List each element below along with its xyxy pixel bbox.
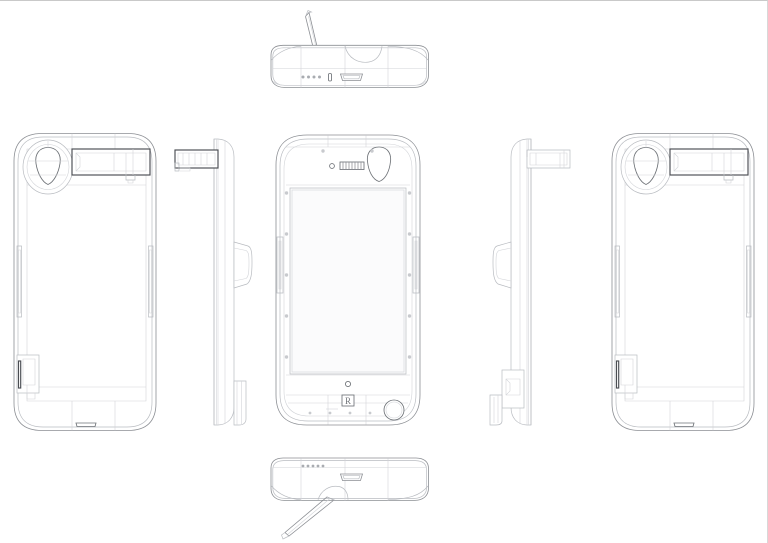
side-button-cutout-left <box>276 236 284 294</box>
bottom-port-detail-rear-right <box>614 354 638 400</box>
side-button-left-rear-left <box>16 245 22 318</box>
view-bottom-edge <box>270 457 429 540</box>
frame-screws-left <box>284 149 374 359</box>
lower-sensor-dot <box>344 380 352 388</box>
view-front-center: R <box>275 134 421 426</box>
bottom-speaker-slot-rear-right <box>673 422 695 427</box>
side-left-profile <box>213 138 235 426</box>
rear-left-shell <box>13 133 157 431</box>
stylus-bottom <box>281 496 335 540</box>
mid-button-side-left <box>233 241 253 289</box>
frame-screws-right <box>407 191 412 359</box>
earpiece-grille <box>339 161 365 170</box>
bottom-port-side-right <box>489 369 525 426</box>
speaker-grille-top <box>301 75 321 79</box>
slider-module-rear-right <box>669 148 749 184</box>
view-top-edge <box>270 10 429 88</box>
logo-badge-text: R <box>345 396 351 406</box>
view-rear-right <box>611 133 755 431</box>
top-edge-shell <box>270 44 429 88</box>
camera-lens-rear-left <box>22 139 74 195</box>
slider-module-rear-left <box>71 148 151 184</box>
view-side-left <box>174 138 253 426</box>
microphone-pin-top <box>328 73 332 82</box>
speaker-grille-bottom <box>301 464 325 468</box>
proximity-sensor-dot <box>329 163 335 169</box>
logo-badge: R <box>341 394 355 407</box>
top-module-side-right <box>526 149 571 169</box>
micro-usb-port-bottom <box>339 473 364 481</box>
camera-lens-rear-right <box>620 139 672 195</box>
mid-button-side-right <box>492 241 512 289</box>
home-button-circle[interactable] <box>383 399 405 421</box>
rear-right-shell <box>611 133 755 431</box>
view-rear-left <box>13 133 157 431</box>
side-button-left-rear-right <box>614 245 620 318</box>
bottom-port-detail-rear-left <box>16 354 40 400</box>
view-side-right <box>489 138 571 426</box>
screen-aperture <box>289 187 407 375</box>
status-dots-row <box>308 408 372 415</box>
front-camera-teardrop <box>366 146 392 182</box>
micro-usb-port-top <box>339 73 364 81</box>
side-button-right-rear-right <box>746 245 752 318</box>
bottom-protrusion-side-left <box>233 380 247 426</box>
side-button-right-rear-left <box>148 245 154 318</box>
bottom-speaker-slot-rear-left <box>75 422 97 427</box>
top-module-side-left <box>174 149 219 172</box>
side-button-cutout-right <box>412 236 420 294</box>
